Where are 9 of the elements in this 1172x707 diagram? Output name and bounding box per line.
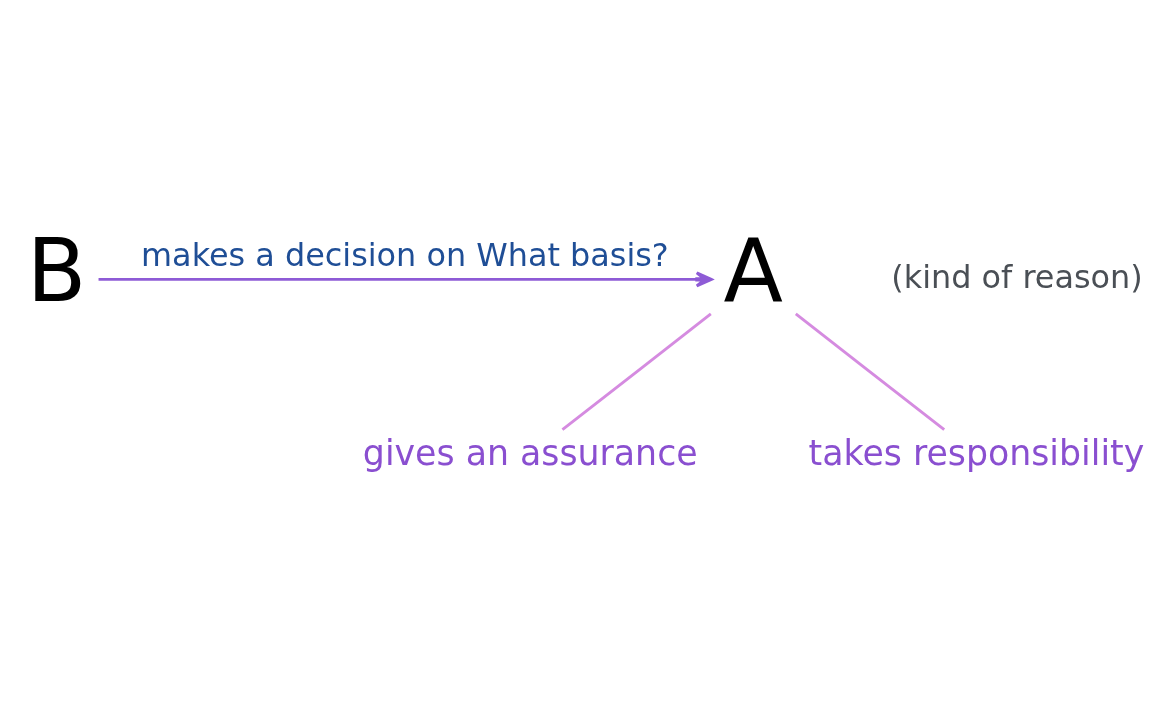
edge-label: makes a decision on What basis? <box>141 235 669 274</box>
label: (kind of reason) <box>891 257 1143 296</box>
node-text: B <box>26 219 87 321</box>
node-text: takes responsibility <box>808 432 1145 473</box>
connector <box>561 312 712 431</box>
node-text: gives an assurance <box>362 432 698 473</box>
connector <box>794 312 946 431</box>
node-text: A <box>723 219 784 321</box>
arrow <box>98 270 713 287</box>
